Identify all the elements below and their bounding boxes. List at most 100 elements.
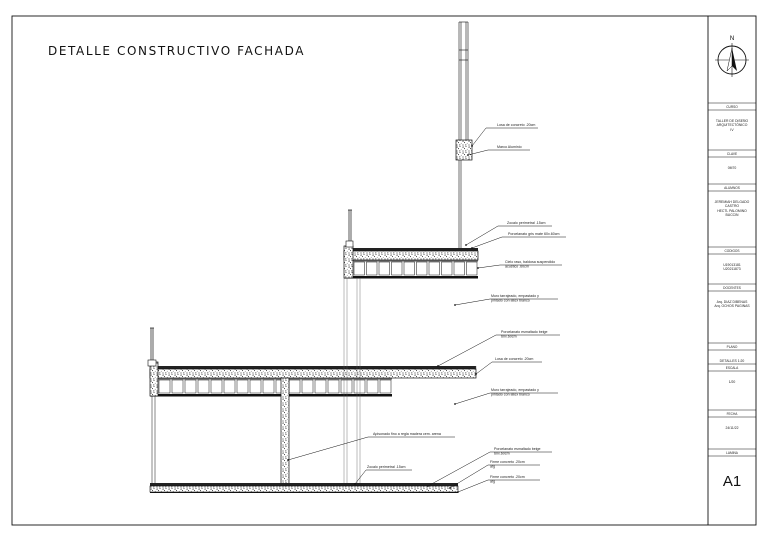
annotation-losa-top: Losa de concreto .20cm [497, 123, 535, 127]
title-block-heading-curso: CURSO [726, 104, 738, 109]
glass-guide-lines [343, 278, 477, 486]
ceiling-panel [441, 261, 453, 276]
title-block-line: U19013181 [723, 263, 741, 267]
leader-line-losa-mid [475, 361, 542, 375]
title-block-heading-plano: PLANO [726, 344, 738, 349]
ceiling-panel [314, 379, 327, 394]
annotation-muro-1: Muro tarrajeado, empastado y [491, 294, 539, 298]
mid-floor-slab [149, 368, 477, 379]
annotation-porcelanato-bottom: 60x.60cm [494, 451, 510, 455]
title-block-line: BUCCIN [725, 212, 739, 217]
leader-line-losa-top [471, 127, 538, 147]
leader-dot [475, 373, 477, 375]
drawing-title: DETALLE CONSTRUCTIVO FACHADA [48, 44, 306, 58]
upper-floor-slab [343, 250, 479, 261]
title-block-line: CASTRO [724, 204, 740, 209]
annotation-leaders [287, 127, 566, 493]
ceiling-panel [249, 379, 262, 394]
suspended-ceiling-upper [353, 260, 478, 276]
north-label: N [730, 36, 734, 42]
annotation-zocalo-top: Zocalo perimetral .15cm [507, 221, 546, 225]
leader-line-cielo-raso [477, 264, 562, 269]
annotation-apisonado: Apisonado fino a regla madera cem. arena [373, 432, 441, 436]
leader-line-zocalo-bottom [354, 469, 412, 485]
leader-dot [471, 247, 473, 249]
annotation-muro-2: Muro tarrajeado, empastado y [491, 388, 539, 392]
leader-dot [449, 487, 451, 489]
leader-dot [454, 304, 456, 306]
ceiling-panel [236, 379, 249, 394]
leader-dot [454, 403, 456, 405]
ceiling-panel [466, 261, 478, 276]
leader-dot [465, 244, 467, 246]
ceiling-panel [403, 261, 415, 276]
leader-dot [477, 267, 479, 269]
ceiling-panel [353, 379, 366, 394]
leader-line-muro-2 [454, 392, 558, 405]
leader-dot [467, 154, 469, 156]
title-block-heading-fecha: FECHA [726, 411, 738, 416]
leader-line-porcelanato-mid [437, 334, 560, 367]
title-block-line: TALLER DE DISEÑO [715, 119, 749, 123]
title-block-heading-docentes: DOCENTES [723, 285, 741, 290]
title-block-value-plano: DETALLES 1:20 [708, 359, 756, 363]
title-block-line: HECTL PALOMINO [717, 208, 747, 213]
ceiling-panel [366, 261, 378, 276]
ceiling-panel [378, 261, 390, 276]
title-block-value-escala: 1/20 [708, 380, 756, 384]
ceiling-panel [210, 379, 223, 394]
leader-line-porcelanato-top [471, 236, 566, 249]
title-block-line: A1 [722, 473, 742, 490]
ceiling-panel [262, 379, 275, 394]
ground-floor-finish [150, 483, 458, 486]
leader-line-zocalo-top [465, 225, 552, 246]
leader-dot [457, 491, 459, 493]
leader-dot [437, 365, 439, 367]
ground-floor-slab [149, 485, 459, 493]
leader-line-marco [467, 149, 530, 156]
title-block-line: DETALLES 1:20 [719, 359, 745, 363]
upper-ceiling-board [344, 276, 478, 279]
annotation-porcelanato-top: Porcelanato gris mate 60x.60cm [508, 232, 560, 236]
annotation-zocalo-bottom: Zocalo perimetral .15cm [367, 465, 406, 469]
title-block-rules [708, 102, 756, 457]
title-block-heading-codigos: CODIGOS [724, 248, 740, 253]
ceiling-panel [171, 379, 184, 394]
leader-dot [471, 145, 473, 147]
annotation-porcelanato-bottom: Porcelanato esmaltado beige [494, 447, 541, 451]
annotation-firme-2: Firme concreto .20cm [490, 475, 525, 479]
title-block-line: 1/20 [728, 380, 736, 384]
ceiling-panel [327, 379, 340, 394]
annotation-muro-1: pintado con latex blanco [491, 298, 530, 302]
ceiling-panel [453, 261, 465, 276]
upper-slab-edge [455, 139, 473, 161]
annotation-losa-mid: Losa de concreto .20cm [495, 357, 533, 361]
ceiling-panel [223, 379, 236, 394]
leader-dot [354, 483, 356, 485]
annotation-porcelanato-mid: 60x.60cm [501, 334, 517, 338]
title-block-value-fecha: 24/11/22 [708, 426, 756, 430]
annotation-firme-1: Firme concreto .20cm [490, 460, 525, 464]
ceiling-panel [416, 261, 428, 276]
left-wall [151, 396, 156, 486]
ceiling-panel [379, 379, 392, 394]
title-block-value-lamina: A1 [708, 473, 756, 492]
upper-railing [348, 209, 352, 241]
mid-parapet-cap [147, 359, 157, 367]
ceiling-panel [428, 261, 440, 276]
ceiling-panel [184, 379, 197, 394]
sheet-border [11, 15, 757, 526]
leader-dot [427, 485, 429, 487]
title-block-line: 0M70 [727, 166, 737, 170]
title-block-heading-lamina: LAMINA [726, 450, 738, 455]
annotation-firme-1: atg [490, 464, 495, 468]
upper-slab-edge-block [343, 245, 354, 279]
annotation-muro-2: pintado con latex blanco [491, 392, 530, 396]
ceiling-panel [197, 379, 210, 394]
leader-dot [287, 459, 289, 461]
